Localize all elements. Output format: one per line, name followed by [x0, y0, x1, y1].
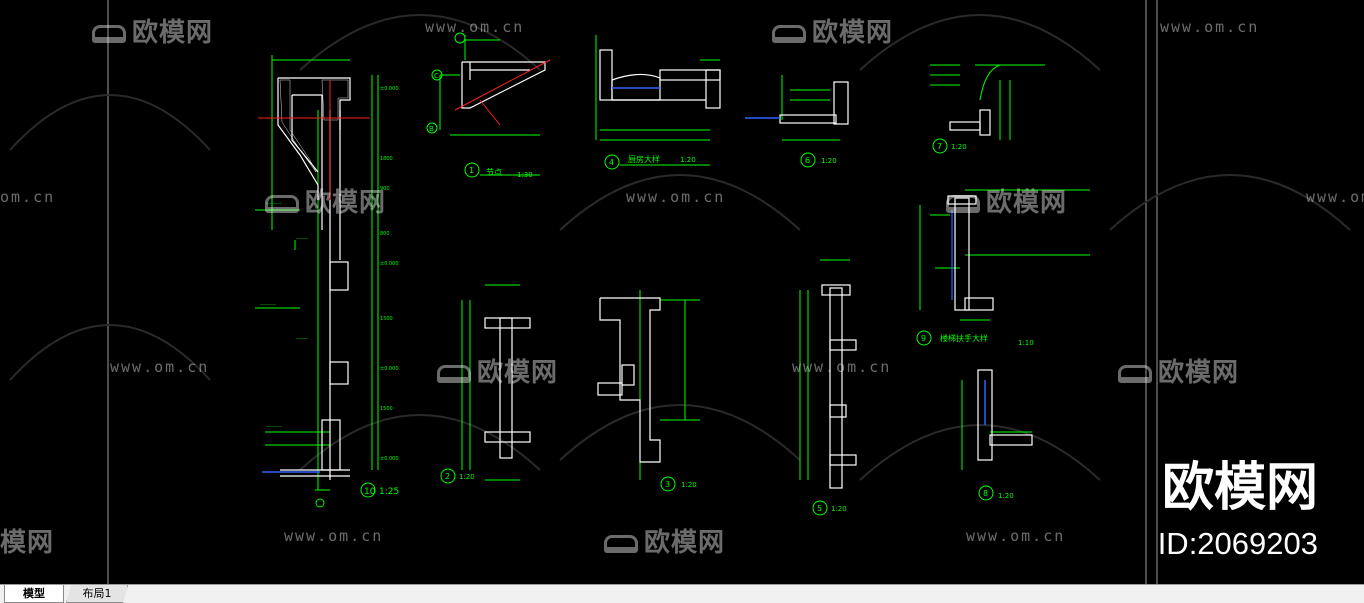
detail-8-scale: 1:20: [998, 492, 1014, 500]
detail-4-number: 4: [609, 158, 614, 167]
svg-text:800: 800: [380, 231, 390, 237]
svg-text:———: ———: [296, 236, 308, 241]
detail-1: C B 1 节点 1:30: [426, 32, 551, 179]
svg-text:±0.000: ±0.000: [380, 261, 399, 267]
detail-5-number: 5: [817, 504, 822, 513]
detail-8: 8 1:20: [961, 369, 1033, 501]
watermark-url: www.om.cn: [1306, 188, 1364, 206]
watermark-url: www.om.cn: [425, 18, 525, 36]
detail-1-grid-c: C: [434, 72, 439, 80]
detail-1-bubble: [464, 162, 480, 178]
svg-text:————: ————: [266, 201, 282, 206]
svg-text:900: 900: [380, 186, 390, 192]
watermark-logo: 欧模网: [437, 352, 558, 389]
detail-1-number: 1: [469, 166, 474, 175]
model-id-label: ID:2069203: [1157, 526, 1318, 561]
watermark-url: www.om.cn: [110, 358, 210, 376]
detail-5-scale: 1:20: [831, 505, 847, 513]
detail-4: 4 厨房大样 1:20: [595, 35, 721, 170]
svg-text:————: ————: [266, 424, 282, 429]
detail-9-bubble: [916, 330, 932, 346]
tab-layout1[interactable]: 布局1: [66, 585, 128, 603]
svg-text:————: ————: [260, 302, 276, 307]
detail-4-bubble: [604, 154, 620, 170]
watermark-url: www.om.cn: [792, 358, 892, 376]
watermark-logo: 欧模网: [1118, 352, 1239, 389]
tab-model[interactable]: 模型: [4, 585, 64, 603]
detail-9-title: 楼梯扶手大样: [940, 333, 988, 343]
detail-8-bubble: [978, 485, 994, 501]
watermark-logo: 欧模网: [772, 12, 893, 49]
watermark-arcs: [9, 14, 1351, 481]
detail-1-title: 节点: [486, 168, 502, 177]
svg-text:±0.000: ±0.000: [380, 86, 399, 92]
detail-6-scale: 1:20: [821, 157, 837, 165]
watermark-logo: 欧模网: [265, 182, 386, 219]
svg-text:±0.000: ±0.000: [380, 366, 399, 372]
svg-text:1800: 1800: [380, 156, 393, 162]
detail-2-scale: 1:20: [459, 473, 475, 481]
brand-logo-text: 欧模网: [1161, 458, 1318, 518]
detail-9-number: 9: [921, 334, 926, 343]
detail-10-scale: 1:25: [379, 487, 399, 497]
detail-9: 9 楼梯扶手大样 1:10: [916, 189, 1090, 347]
detail-9-scale: 1:10: [1018, 339, 1034, 347]
detail-10-number: 10: [364, 487, 376, 497]
detail-7-bubble: [932, 138, 948, 154]
detail-5: 5 1:20: [799, 259, 857, 516]
detail-3-number: 3: [665, 480, 670, 489]
layout-tab-bar: 模型 布局1: [0, 584, 1364, 603]
detail-4-scale: 1:20: [680, 156, 696, 164]
svg-text:———: ———: [296, 336, 308, 341]
svg-text:1500: 1500: [380, 316, 393, 322]
watermark-logo: 欧模网: [92, 12, 213, 49]
watermark-logo: 欧模网: [946, 182, 1067, 219]
watermark-url: om.cn: [0, 188, 56, 206]
watermark-url: www.om.cn: [1160, 18, 1260, 36]
cad-model-viewport[interactable]: ———— ——— ———— ——— ———— ±0.000 1800 900 8…: [0, 0, 1364, 584]
detail-3-scale: 1:20: [681, 481, 697, 489]
watermark-url: www.om.cn: [966, 527, 1066, 545]
svg-text:1500: 1500: [380, 406, 393, 412]
watermark-url: www.om.cn: [626, 188, 726, 206]
detail-3-bubble: [660, 476, 676, 492]
detail-5-bubble: [812, 500, 828, 516]
detail-4-title: 厨房大样: [628, 154, 660, 164]
watermark-logo: 欧模网: [604, 522, 725, 559]
detail-2: 2 1:20: [440, 284, 531, 484]
detail-7-number: 7: [937, 142, 942, 151]
detail-1-scale: 1:30: [517, 171, 533, 179]
detail-6: 6 1:20: [745, 75, 849, 168]
cad-drawing-svg: ———— ——— ———— ——— ———— ±0.000 1800 900 8…: [9, 0, 1351, 584]
detail-1-grid-b: B: [429, 125, 434, 133]
detail-10-wall-section: ———— ——— ———— ——— ———— ±0.000 1800 900 8…: [255, 55, 399, 508]
detail-6-number: 6: [805, 156, 810, 165]
detail-7: 7 1:20: [930, 64, 1045, 154]
detail-3: 3 1:20: [597, 290, 700, 492]
detail-8-number: 8: [983, 489, 988, 498]
detail-2-bubble: [440, 468, 456, 484]
detail-10-bubble: [360, 482, 376, 498]
svg-text:±0.000: ±0.000: [380, 456, 399, 462]
detail-6-bubble: [800, 152, 816, 168]
watermark-url: www.om.cn: [284, 527, 384, 545]
detail-2-number: 2: [445, 472, 450, 481]
watermark-logo: 模网: [0, 528, 55, 558]
detail-7-scale: 1:20: [951, 143, 967, 151]
